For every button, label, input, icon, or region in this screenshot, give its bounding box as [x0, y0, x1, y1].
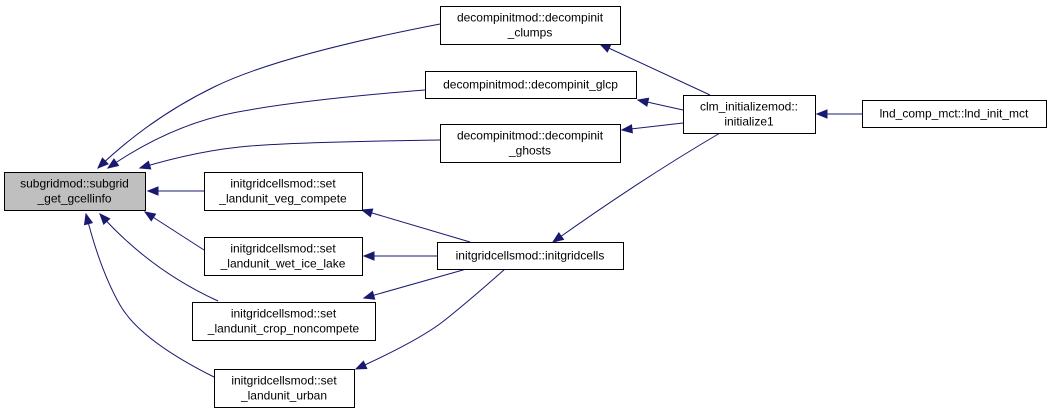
node-label-line: _get_gcellinfo — [36, 192, 111, 206]
edge-n4-to-n0 — [146, 186, 204, 196]
node-box — [425, 71, 637, 99]
edge-arrowhead — [636, 97, 650, 107]
edge-line — [361, 209, 471, 243]
node-label-line: initgridcellsmod::set — [231, 307, 337, 321]
edge-arrowhead — [362, 290, 376, 300]
edge-line — [144, 211, 205, 251]
edge-line — [139, 139, 441, 169]
edge-line — [355, 268, 506, 370]
node-label-line: clm_initializemod:: — [700, 100, 798, 114]
node-box — [683, 95, 816, 134]
edge-line — [599, 43, 711, 96]
node-n7[interactable]: initgridcellsmod::set_landunit_urban — [214, 369, 355, 408]
edge-n8-to-n2 — [636, 97, 684, 111]
node-label-line: decompinitmod::decompinit — [457, 11, 604, 25]
edge-arrowhead — [138, 160, 152, 170]
edge-n8-to-n9 — [551, 132, 721, 243]
edges-layer — [83, 23, 862, 378]
edge-n9-to-n6 — [362, 267, 471, 300]
node-box — [862, 100, 1047, 128]
edge-n5-to-n0 — [143, 211, 205, 251]
node-label-line: initgridcellsmod::initgridcells — [456, 249, 605, 263]
edge-n3-to-n0 — [138, 139, 441, 170]
edge-arrowhead — [99, 212, 111, 225]
edge-n9-to-n7 — [354, 268, 506, 370]
node-label-line: initgridcellsmod::set — [230, 242, 336, 256]
edge-line — [363, 267, 471, 299]
edge-arrowhead — [815, 109, 828, 119]
node-n6[interactable]: initgridcellsmod::set_landunit_crop_nonc… — [192, 302, 376, 341]
edge-n1-to-n0 — [97, 23, 441, 169]
edge-n7-to-n0 — [83, 212, 215, 378]
node-box — [440, 124, 621, 163]
edge-arrowhead — [620, 124, 633, 134]
edge-arrowhead — [360, 208, 374, 218]
edge-line — [99, 213, 219, 302]
edge-n6-to-n0 — [99, 212, 219, 302]
edge-n2-to-n0 — [106, 89, 426, 169]
edge-arrowhead — [83, 212, 94, 226]
nodes-layer: subgridmod::subgrid_get_gcellinfo decompi… — [4, 6, 1047, 408]
node-n2[interactable]: decompinitmod::decompinit_glcp — [425, 71, 637, 99]
node-label-line: _ghosts — [508, 144, 551, 158]
node-label-line: _landunit_crop_noncompete — [207, 322, 360, 336]
edge-n10-to-n8 — [815, 109, 862, 119]
node-n5[interactable]: initgridcellsmod::set_landunit_wet_ice_l… — [204, 237, 363, 276]
node-label-line: subgridmod::subgrid — [20, 177, 129, 191]
edge-n9-to-n4 — [360, 208, 471, 243]
edge-line — [85, 213, 215, 378]
edge-line — [107, 89, 426, 169]
edge-arrowhead — [354, 360, 368, 370]
node-box — [214, 369, 355, 408]
edge-arrowhead — [146, 186, 159, 196]
node-n4[interactable]: initgridcellsmod::set_landunit_veg_compe… — [204, 172, 363, 211]
node-n3[interactable]: decompinitmod::decompinit_ghosts — [440, 124, 621, 163]
edge-arrowhead — [598, 43, 612, 53]
node-label-line: lnd_comp_mct::lnd_init_mct — [880, 107, 1029, 121]
edge-arrowhead — [551, 232, 565, 243]
node-box — [4, 172, 146, 211]
node-box — [440, 6, 621, 45]
node-label-line: initgridcellsmod::set — [230, 177, 336, 191]
node-label-line: decompinitmod::decompinit — [457, 129, 604, 143]
node-label-line: initialize1 — [724, 115, 774, 129]
node-n10[interactable]: lnd_comp_mct::lnd_init_mct — [862, 100, 1047, 128]
node-n1[interactable]: decompinitmod::decompinit_clumps — [440, 6, 621, 45]
edge-line — [97, 23, 441, 169]
node-n8[interactable]: clm_initializemod::initialize1 — [683, 95, 816, 134]
edge-arrowhead — [97, 157, 109, 169]
edge-n9-to-n5 — [362, 251, 437, 261]
node-box — [204, 172, 363, 211]
edge-arrowhead — [106, 158, 120, 169]
node-label-line: decompinitmod::decompinit_glcp — [443, 78, 618, 92]
node-box — [437, 242, 624, 270]
node-label-line: _landunit_veg_compete — [218, 192, 347, 206]
node-box — [204, 237, 363, 276]
edge-arrowhead — [143, 211, 157, 222]
node-box — [192, 302, 376, 341]
node-n0[interactable]: subgridmod::subgrid_get_gcellinfo — [4, 172, 146, 211]
node-label-line: _landunit_urban — [240, 389, 327, 403]
node-label-line: _landunit_wet_ice_lake — [220, 257, 346, 271]
node-label-line: _clumps — [507, 26, 553, 40]
edge-line — [552, 132, 721, 243]
edge-arrowhead — [362, 251, 375, 261]
node-label-line: initgridcellsmod::set — [231, 374, 337, 388]
node-n9[interactable]: initgridcellsmod::initgridcells — [437, 242, 624, 270]
edge-n8-to-n3 — [620, 122, 684, 134]
